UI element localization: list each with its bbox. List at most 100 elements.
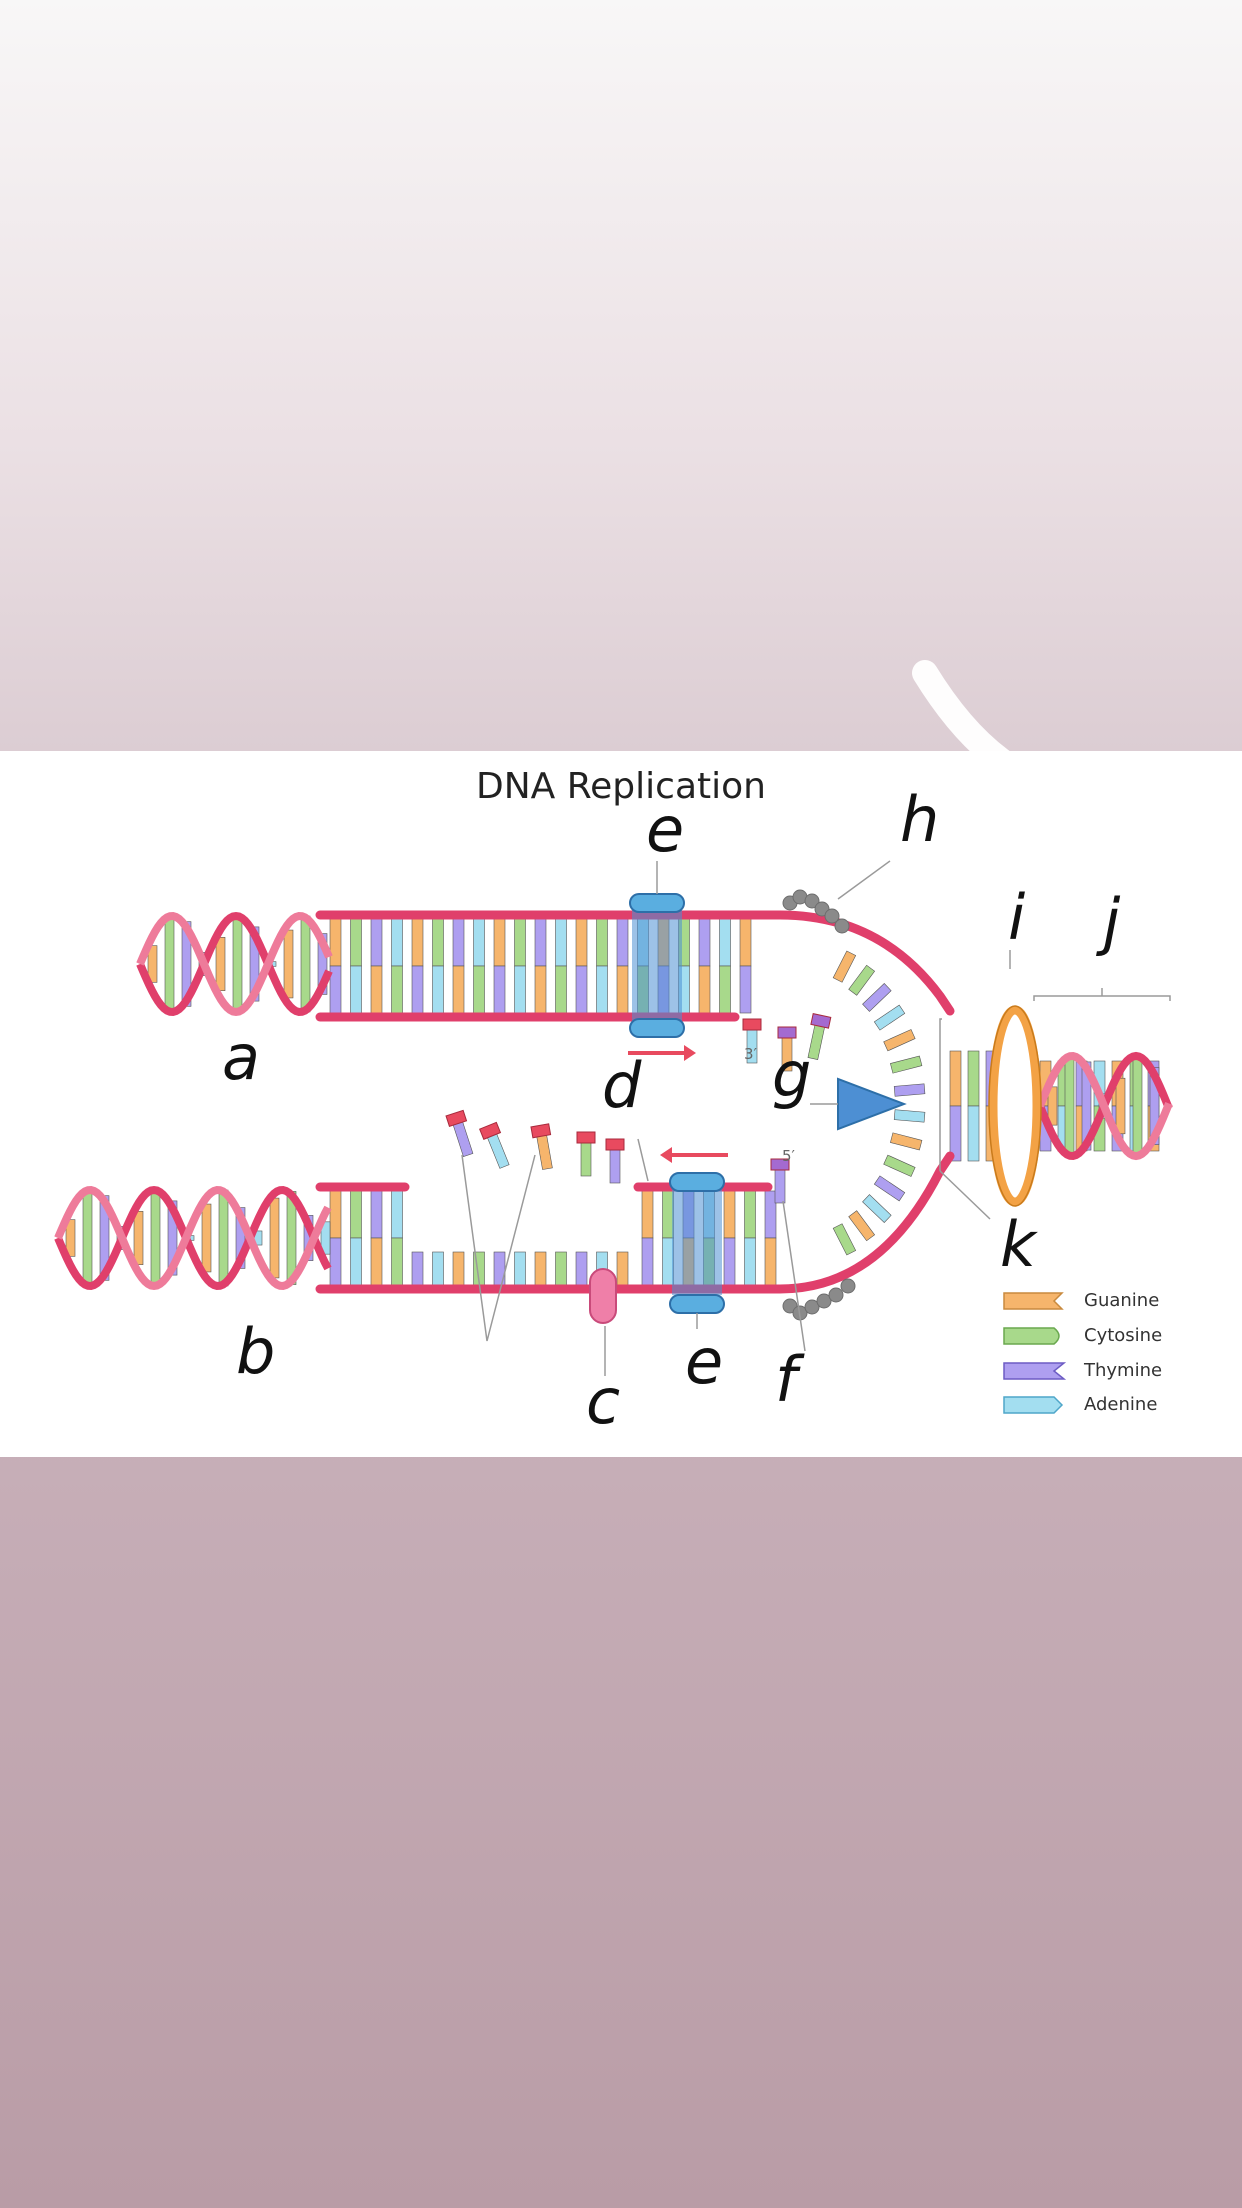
base (949, 1105, 962, 1162)
base (641, 1237, 654, 1286)
cytosine-label: Cytosine (1084, 1325, 1162, 1346)
base (329, 918, 342, 967)
primer (605, 1138, 625, 1151)
base (432, 1251, 444, 1286)
label-i: i (1008, 881, 1025, 954)
upper-template-strand (315, 910, 955, 1016)
fork-base (890, 1055, 923, 1074)
base (739, 918, 752, 967)
label-k: k (1000, 1208, 1038, 1281)
base (575, 1251, 588, 1286)
label-j: j (1096, 885, 1121, 958)
base (329, 1237, 342, 1286)
base (967, 1050, 980, 1107)
base (832, 950, 857, 983)
base (232, 916, 243, 1012)
base (555, 965, 567, 1014)
label-c: c (586, 1365, 620, 1438)
guanine-label: Guanine (1084, 1290, 1159, 1311)
base (370, 1190, 383, 1239)
base (215, 937, 226, 991)
base (432, 965, 444, 1014)
base (848, 1210, 876, 1242)
ssb-dot (828, 1287, 844, 1303)
base (452, 918, 465, 967)
nucleotide (742, 1018, 762, 1064)
base (719, 965, 731, 1014)
base (164, 918, 175, 1010)
base (739, 965, 752, 1014)
base (452, 1251, 465, 1286)
base (150, 1190, 161, 1286)
base (1064, 1058, 1075, 1154)
three-prime-label: 3′ (744, 1045, 758, 1063)
base (370, 965, 383, 1014)
nucleotide (445, 1109, 474, 1157)
base (580, 1139, 592, 1177)
base (514, 1251, 526, 1286)
primer (770, 1158, 790, 1171)
base (350, 1237, 362, 1286)
base (609, 1146, 621, 1184)
upper-clamp-body (632, 903, 682, 1029)
fork-base (848, 964, 876, 996)
label-a: a (222, 1021, 260, 1094)
helix-strand (54, 1185, 332, 1290)
helix-strand (136, 911, 333, 1016)
leader-lines (461, 860, 1171, 1376)
single-strand-binding-proteins (782, 889, 856, 1321)
base (82, 1192, 93, 1284)
lower-left-helix (54, 1185, 332, 1291)
base (744, 1237, 756, 1286)
upper-left-helix (136, 911, 333, 1017)
helix-strand (54, 1186, 332, 1291)
guanine-swatch (1003, 1292, 1064, 1310)
direction-arrows (628, 1045, 728, 1163)
ssb-dot (804, 1299, 820, 1315)
helix-strand (136, 912, 333, 1017)
base (534, 918, 547, 967)
base (391, 965, 403, 1014)
legend-item-thymine: Thymine (1003, 1360, 1162, 1381)
label-e-bottom: e (685, 1325, 723, 1398)
base (329, 1190, 342, 1239)
label-h: h (900, 783, 939, 856)
nucleotide (807, 1013, 832, 1060)
primer (445, 1109, 468, 1128)
fork-base (873, 1175, 906, 1202)
ssb-dot (834, 918, 850, 934)
base (391, 1237, 403, 1286)
thymine-swatch (1003, 1362, 1067, 1380)
base (949, 1050, 962, 1107)
base (1047, 1086, 1058, 1126)
fork-base (848, 1210, 876, 1242)
base (452, 965, 465, 1014)
base (873, 1175, 906, 1202)
ssb-dot (824, 908, 840, 924)
fork-base (893, 1083, 926, 1097)
base (473, 965, 485, 1014)
legend-item-guanine: Guanine (1003, 1290, 1159, 1311)
base (883, 1154, 916, 1177)
base (300, 915, 311, 1013)
base (848, 964, 876, 996)
base (514, 918, 526, 967)
base (596, 965, 608, 1014)
five-prime-label: 5′ (782, 1147, 796, 1165)
legend: Guanine Cytosine Thymine Adenine (1003, 1290, 1162, 1415)
base (832, 1223, 857, 1256)
base (534, 1251, 547, 1286)
base (514, 965, 526, 1014)
base (698, 918, 711, 967)
label-g: g (772, 1038, 811, 1111)
base (493, 965, 506, 1014)
base (350, 918, 362, 967)
base (723, 1190, 736, 1239)
fork-base (832, 950, 857, 983)
base (535, 1132, 553, 1170)
base (774, 1166, 786, 1204)
label-e-top: e (646, 793, 684, 866)
base (873, 1004, 906, 1031)
nucleotide (770, 1158, 790, 1204)
base (575, 918, 588, 967)
